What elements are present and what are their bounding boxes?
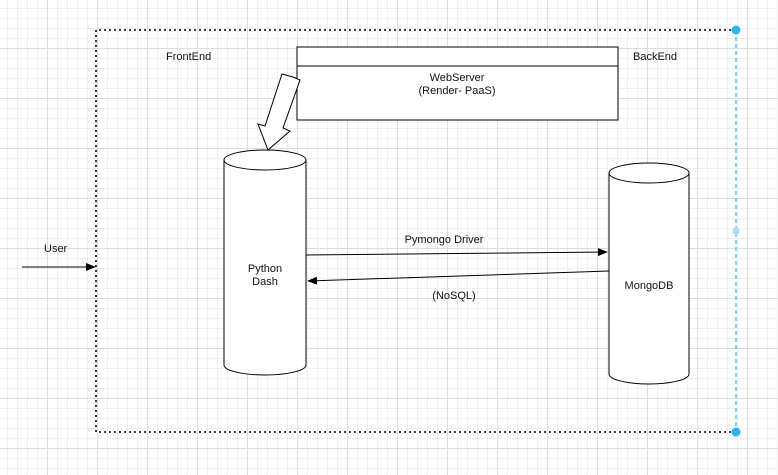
nosql-label: (NoSQL) — [432, 290, 476, 302]
backend-label: BackEnd — [633, 51, 678, 63]
pymongo-driver-label: Pymongo Driver — [404, 234, 484, 246]
mongodb-label: MongoDB — [624, 280, 674, 292]
selection-handle-bottom[interactable] — [731, 427, 741, 437]
frontend-label: FrontEnd — [166, 51, 212, 63]
pymongo-driver-connector[interactable] — [305, 248, 608, 257]
nosql-connector[interactable] — [307, 270, 610, 285]
deploy-block-arrow[interactable] — [257, 73, 301, 151]
selection-handle-top[interactable] — [731, 25, 741, 35]
webserver-subtitle: (Render- PaaS) — [418, 85, 496, 97]
python-label: Python — [247, 263, 283, 275]
webserver-title: WebServer — [429, 72, 485, 84]
mongodb-cylinder[interactable] — [608, 162, 690, 385]
dash-label: Dash — [252, 276, 278, 288]
python-dash-cylinder[interactable] — [223, 149, 307, 376]
system-boundary[interactable] — [95, 29, 736, 433]
user-label: User — [44, 243, 68, 255]
webserver-box[interactable] — [296, 46, 619, 121]
selection-handle-middle[interactable] — [732, 227, 740, 235]
